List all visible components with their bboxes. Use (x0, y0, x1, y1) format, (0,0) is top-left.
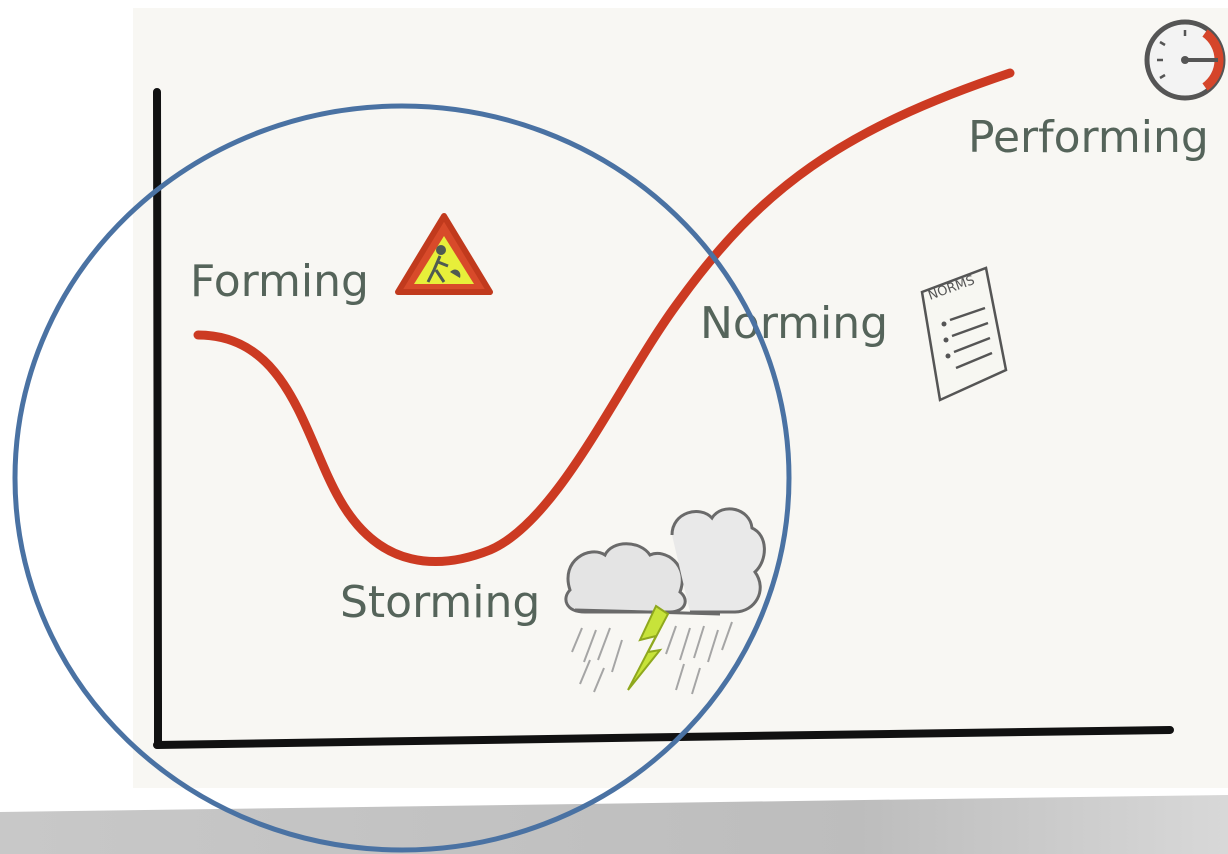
x-axis (153, 726, 1174, 749)
shelf-strip (0, 795, 1228, 854)
stage-label-storming: Storming (340, 577, 540, 628)
stage-label-performing: Performing (968, 112, 1209, 163)
storm-cloud-icon (564, 507, 766, 695)
norms-document-icon: NORMS (920, 266, 1008, 402)
y-axis (153, 88, 162, 749)
speedometer-icon (1144, 19, 1226, 101)
stage-label-forming: Forming (190, 256, 369, 307)
construction-sign-icon (395, 213, 493, 295)
stage-label-norming: Norming (700, 298, 888, 349)
highlight-circle (12, 103, 792, 853)
development-curve (193, 68, 1015, 566)
